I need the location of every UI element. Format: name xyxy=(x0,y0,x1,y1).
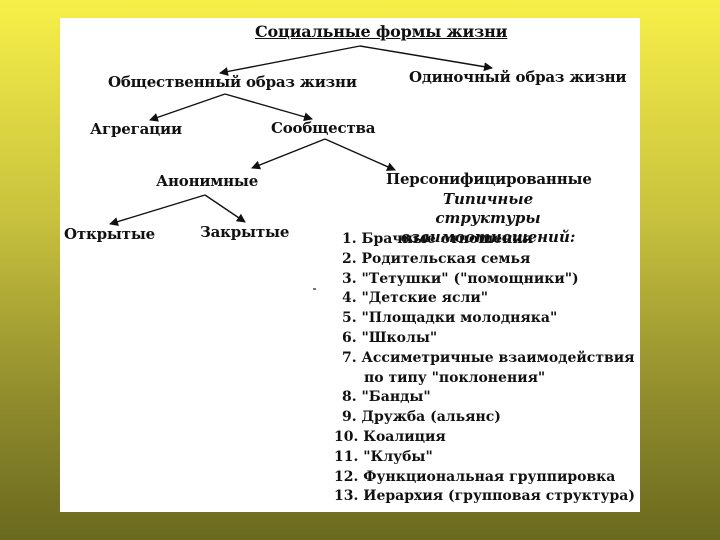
list-item: 13. Иерархия (групповая структура) xyxy=(334,488,635,505)
node-social-lifestyle: Общественный образ жизни xyxy=(108,73,357,91)
diagram-title: Социальные формы жизни xyxy=(255,22,508,41)
list-item: 12. Функциональная группировка xyxy=(334,468,616,485)
arrow-to-open xyxy=(109,194,206,226)
list-item: 3. "Тетушки" ("помощники") xyxy=(342,270,579,287)
relationship-structures-list: 1. Брачные отношения 2. Родительская сем… xyxy=(334,230,635,507)
diagram-card: Социальные формы жизни Общественный обра… xyxy=(60,18,640,512)
arrow-to-communities xyxy=(224,93,313,122)
list-item: 11. "Клубы" xyxy=(334,448,433,465)
list-item: 8. "Банды" xyxy=(342,389,431,406)
arrow-to-aggregations xyxy=(149,93,226,122)
node-open: Открытые xyxy=(64,225,155,243)
list-item: 6. "Школы" xyxy=(342,329,438,346)
node-closed: Закрытые xyxy=(200,223,290,241)
node-personified: Персонифицированные xyxy=(386,170,592,188)
list-item: 4. "Детские ясли" xyxy=(342,290,489,307)
subheading-line-2: взаимоотношений: xyxy=(400,228,576,246)
list-item: 9. Дружба (альянс) xyxy=(342,409,501,426)
subheading-line-1: Типичные структуры xyxy=(435,190,541,227)
node-communities: Сообщества xyxy=(271,119,376,137)
list-item: 5. "Площадки молодняка" xyxy=(342,310,558,327)
list-item: 2. Родительская семья xyxy=(342,250,531,267)
list-item: 10. Коалиция xyxy=(334,428,446,445)
arrow-to-anonymous xyxy=(251,138,326,170)
node-aggregations: Агрегации xyxy=(90,120,182,138)
scan-speck xyxy=(313,288,316,290)
list-item: 1. Брачные отношения xyxy=(342,231,534,247)
node-anonymous: Анонимные xyxy=(156,172,259,190)
arrow-to-social xyxy=(219,45,361,76)
arrow-to-closed xyxy=(204,194,246,223)
arrow-to-personified xyxy=(324,138,396,171)
node-solitary-lifestyle: Одиночный образ жизни xyxy=(409,68,627,86)
typical-structures-heading: Типичные структуры взаимоотношений: xyxy=(398,190,578,247)
arrow-to-single xyxy=(359,45,493,72)
list-item: по типу "поклонения" xyxy=(364,369,546,386)
connector-arrows xyxy=(109,45,493,226)
list-item: 7. Ассиметричные взаимодействия xyxy=(342,349,635,366)
